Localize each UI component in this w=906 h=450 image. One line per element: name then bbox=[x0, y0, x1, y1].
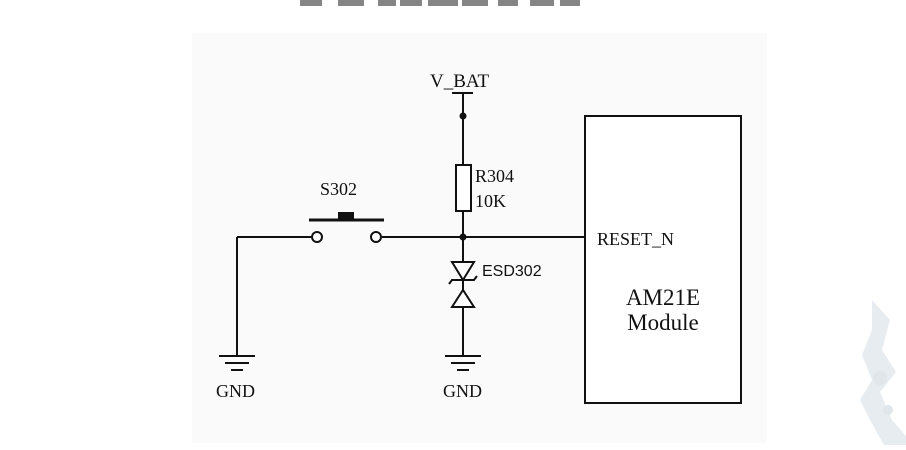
module-box bbox=[584, 115, 742, 404]
esd-ref: ESD302 bbox=[482, 263, 542, 280]
ground-label-left: GND bbox=[216, 381, 255, 401]
power-label: V_BAT bbox=[430, 71, 490, 92]
module-name-line1: AM21E bbox=[626, 285, 700, 310]
ground-label-center: GND bbox=[443, 381, 482, 401]
switch-ref: S302 bbox=[320, 179, 357, 199]
resistor-r304 bbox=[455, 164, 472, 212]
switch-s302 bbox=[309, 212, 384, 243]
ground-symbol-left bbox=[219, 355, 255, 371]
blurred-header-caption bbox=[300, 0, 580, 6]
ground-symbol-center bbox=[445, 355, 481, 371]
resistor-ref: R304 bbox=[475, 166, 514, 186]
esd-diode-esd302 bbox=[448, 261, 478, 308]
signal-label-reset-n: RESET_N bbox=[597, 229, 674, 249]
junction-dot-top bbox=[459, 112, 467, 120]
watermark-logo bbox=[860, 300, 906, 445]
module-name-line2: Module bbox=[627, 310, 699, 335]
resistor-value: 10K bbox=[475, 191, 506, 211]
